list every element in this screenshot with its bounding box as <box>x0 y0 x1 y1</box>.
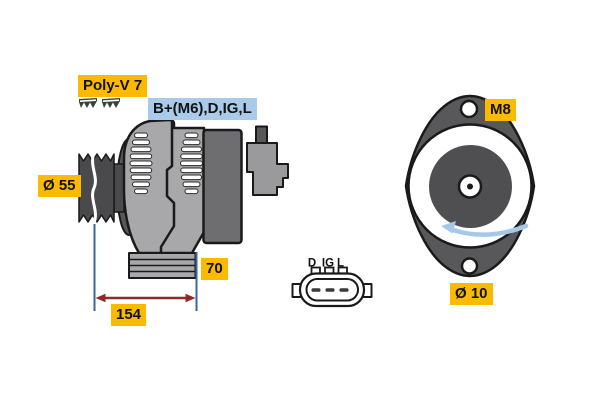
mounting-hole-top <box>459 99 479 119</box>
shaft-spacer <box>113 163 125 213</box>
mounting-hole-bottom <box>460 257 479 275</box>
housing-split-line <box>159 121 176 253</box>
connector-pin-label-d: D <box>308 258 316 270</box>
mount-thread-label: M8 <box>485 99 516 121</box>
connector-pin-label-l: L <box>337 258 344 270</box>
rear-connector-block <box>246 142 289 196</box>
connector-pins <box>311 288 349 292</box>
mount-hole-diameter-label: Ø 10 <box>450 283 493 305</box>
vent-slots-front <box>129 132 153 195</box>
rotation-arrow-icon <box>441 221 529 237</box>
belt-profile-icon <box>79 98 120 108</box>
alternator-rear-view <box>404 94 536 278</box>
plug-connector-diagram: D IG L <box>291 258 373 308</box>
shaft-center-dot <box>467 183 473 190</box>
pulley-diameter-label: Ø 55 <box>38 175 81 197</box>
rear-dimension-label: 70 <box>201 258 228 280</box>
rear-block-tab <box>255 125 268 145</box>
connector-inner-shell <box>305 278 359 302</box>
vent-slots-rear <box>180 132 203 195</box>
connector-pin-l <box>339 288 349 292</box>
mounting-foot-lines <box>129 258 196 273</box>
belt-type-label: Poly-V 7 <box>78 75 148 97</box>
dimension-arrow-154 <box>95 293 196 303</box>
connector-pin-label-ig: IG <box>322 258 334 270</box>
housing-body <box>122 118 206 255</box>
rear-cover <box>202 128 243 245</box>
pulley-break-line <box>91 152 97 224</box>
terminals-label: B+(M6),D,IG,L <box>148 98 257 120</box>
length-dimension-label: 154 <box>111 304 147 326</box>
connector-pin-ig <box>325 288 335 292</box>
connector-pin-d <box>311 288 321 292</box>
alternator-side-view <box>78 118 289 311</box>
